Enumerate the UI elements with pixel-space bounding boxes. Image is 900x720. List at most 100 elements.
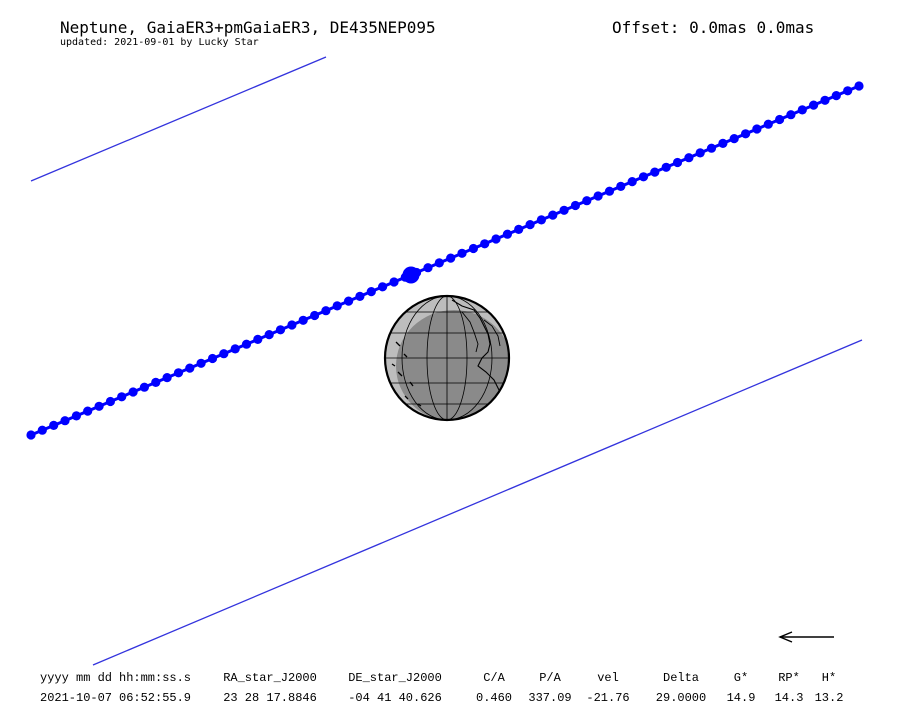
path-time-dot <box>525 220 535 230</box>
path-time-dot <box>797 105 807 115</box>
path-time-dot <box>820 95 830 105</box>
path-time-dot <box>60 416 70 426</box>
table-header: H* <box>821 671 837 685</box>
path-time-dot <box>570 200 581 211</box>
table-header: hh:mm:ss.s <box>118 671 192 685</box>
offset-readout: Offset: 0.0mas 0.0mas <box>612 18 815 37</box>
path-time-dot <box>763 119 773 129</box>
table-header: C/A <box>483 671 505 685</box>
path-time-dot <box>378 282 388 292</box>
table-header: vel <box>597 671 619 685</box>
path-time-dot <box>49 420 59 430</box>
path-time-dot <box>344 296 354 306</box>
path-time-dot <box>706 143 717 153</box>
table-cell-dec: -04 41 40.626 <box>348 691 442 705</box>
path-time-dot <box>468 243 478 254</box>
path-time-dot <box>310 310 320 321</box>
path-time-dot <box>173 368 184 378</box>
map-title: Neptune, GaiaER3+pmGaiaER3, DE435NEP095 <box>60 18 436 37</box>
path-time-dot <box>423 263 433 273</box>
path-time-dot <box>151 377 161 387</box>
table-header: Delta <box>662 671 700 685</box>
table-cell-vel: -21.76 <box>586 691 630 705</box>
north-limit-line <box>30 56 327 182</box>
path-time-dot <box>752 124 762 134</box>
path-time-dot <box>128 387 138 397</box>
table-cell-delta: 29.0000 <box>655 691 707 705</box>
path-time-dot <box>434 258 444 268</box>
path-time-dot <box>831 91 841 101</box>
table-header: yyyy mm dd <box>39 671 113 685</box>
path-time-dot <box>162 373 172 383</box>
path-time-dot <box>672 157 683 168</box>
central-instant-marker-icon <box>402 266 420 284</box>
path-time-dot <box>219 349 229 359</box>
table-header: G* <box>733 671 749 685</box>
earth-globe-icon <box>383 294 511 422</box>
path-time-dot <box>718 138 728 148</box>
path-time-dot <box>71 411 81 421</box>
path-time-dot <box>650 167 660 177</box>
direction-arrow-icon <box>778 631 834 643</box>
table-cell-h-mag: 13.2 <box>814 691 844 705</box>
path-time-dot <box>457 248 467 258</box>
path-time-dot <box>37 425 47 435</box>
path-time-dot <box>809 100 819 110</box>
path-time-dot <box>854 81 864 91</box>
path-time-dot <box>775 114 785 125</box>
path-time-dot <box>661 162 671 172</box>
path-time-dot <box>298 315 308 325</box>
path-time-dot <box>264 330 274 340</box>
path-time-dot <box>275 325 286 335</box>
table-cell-rp-mag: 14.3 <box>774 691 804 705</box>
path-time-dot <box>207 353 218 364</box>
table-cell-pa: 337.09 <box>528 691 572 705</box>
path-time-dot <box>196 358 206 368</box>
table-cell-date: 2021-10-07 <box>39 691 113 705</box>
path-time-dot <box>389 277 399 287</box>
update-note: updated: 2021-09-01 by Lucky Star <box>60 37 259 48</box>
path-time-dot <box>105 396 115 407</box>
path-time-dot <box>559 205 569 215</box>
path-time-dot <box>241 339 252 349</box>
south-limit-line <box>92 339 863 666</box>
path-time-dot <box>786 110 796 120</box>
path-time-dot <box>843 86 853 96</box>
central-path-dots <box>26 81 864 440</box>
table-cell-ca: 0.460 <box>475 691 513 705</box>
path-time-dot <box>604 186 615 196</box>
path-time-dot <box>593 191 603 201</box>
path-time-dot <box>582 196 592 206</box>
path-time-dot <box>355 291 365 301</box>
path-time-dot <box>480 239 490 249</box>
table-cell-ra: 23 28 17.8846 <box>223 691 317 705</box>
path-time-dot <box>616 181 626 191</box>
path-time-dot <box>741 129 751 139</box>
path-time-dot <box>695 148 705 158</box>
path-time-dot <box>139 382 149 392</box>
path-time-dot <box>729 134 739 144</box>
path-time-dot <box>26 430 36 440</box>
path-time-dot <box>502 229 512 239</box>
path-time-dot <box>548 210 558 220</box>
path-time-dot <box>514 224 524 234</box>
path-time-dot <box>94 401 104 411</box>
path-time-dot <box>684 153 694 163</box>
table-header: RA_star_J2000 <box>223 671 317 685</box>
table-cell-g-mag: 14.9 <box>726 691 756 705</box>
path-time-dot <box>638 172 649 182</box>
path-time-dot <box>332 301 342 311</box>
table-cell-time: 06:52:55.9 <box>118 691 192 705</box>
path-time-dot <box>83 406 93 416</box>
table-header: RP* <box>778 671 800 685</box>
path-time-dot <box>366 287 376 297</box>
path-time-dot <box>185 363 195 373</box>
path-time-dot <box>491 234 501 244</box>
table-header: DE_star_J2000 <box>348 671 442 685</box>
path-time-dot <box>321 306 331 316</box>
path-time-dot <box>287 320 297 330</box>
table-header: P/A <box>539 671 561 685</box>
path-time-dot <box>627 177 637 187</box>
path-time-dot <box>253 334 263 344</box>
